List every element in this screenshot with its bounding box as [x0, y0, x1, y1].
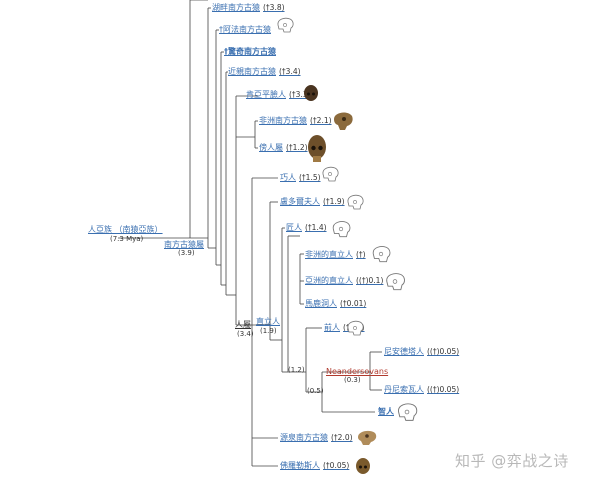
fossil-skull-icon: [358, 430, 377, 445]
australopithecus-date: (3.9): [178, 249, 195, 257]
neandersovans-label[interactable]: Neandersovans: [326, 367, 389, 376]
leaf-red-deer-cave-people[interactable]: 馬鹿洞人(†0.01): [305, 299, 367, 308]
fossil-skull-icon: [334, 112, 353, 130]
fossil-skull-icon: [308, 135, 326, 162]
skull-outline-icon: [347, 194, 364, 210]
leaf-asian-erectus[interactable]: 亞洲的直立人((†)0.1): [305, 276, 384, 285]
leaf-homo-sapiens[interactable]: 智人: [378, 407, 394, 416]
neandersovans-date: (0.3): [344, 376, 361, 384]
leaf-african-erectus[interactable]: 非洲的直立人(†): [305, 250, 366, 259]
erectus-date: (1.9): [260, 327, 277, 335]
root-node-label[interactable]: 人亞族 （南猿亞族）: [88, 225, 163, 234]
root-date: (7.3 Mya): [110, 235, 144, 243]
erectus-label[interactable]: 直立人: [256, 317, 280, 326]
node-date-1-2: (1.2): [288, 366, 305, 374]
leaf-neanderthals[interactable]: 尼安德塔人((†)0.05): [384, 347, 460, 356]
leaf-australopithecus-garhi[interactable]: †驚奇南方古猿: [224, 47, 276, 56]
leaf-australopithecus-deyiremeda[interactable]: 近親南方古猿(†3.4): [228, 67, 301, 76]
australopithecus-label[interactable]: 南方古猿屬: [164, 240, 204, 249]
leaf-australopithecus-sediba[interactable]: 源泉南方古猿(†2.0): [280, 433, 353, 442]
skull-outline-icon: [386, 273, 405, 291]
leaf-homo-habilis[interactable]: 巧人(†1.5): [280, 173, 321, 182]
leaf-kenyanthropus[interactable]: 肯亞平臉人(†3.3): [246, 90, 311, 99]
zhihu-watermark: 知乎 @弈战之诗: [455, 452, 569, 470]
leaf-homo-ergaster[interactable]: 匠人(†1.4): [286, 223, 327, 232]
skull-outline-icon: [398, 403, 418, 421]
leaf-homo-floresiensis[interactable]: 佛羅勒斯人(†0.05): [280, 461, 350, 470]
skull-outline-icon: [332, 221, 351, 238]
fossil-skull-icon: [356, 458, 370, 474]
node-date-0-5: (0.5): [307, 387, 324, 395]
leaf-australopithecus-anamensis[interactable]: 湖畔南方古猿(†3.8): [212, 3, 285, 12]
skull-outline-icon: [347, 320, 364, 336]
skull-outline-icon: [277, 17, 294, 33]
leaf-australopithecus-afarensis[interactable]: †阿法南方古猿: [219, 25, 271, 34]
leaf-homo-rudolfensis[interactable]: 盧多爾夫人(†1.9): [280, 197, 345, 206]
leaf-denisovans[interactable]: 丹尼索瓦人((†)0.05): [384, 385, 460, 394]
leaf-paranthropus[interactable]: 傍人屬(†1.2): [259, 143, 308, 152]
skull-outline-icon: [372, 246, 391, 263]
fossil-skull-icon: [304, 85, 318, 101]
leaf-australopithecus-africanus[interactable]: 非洲南方古猿(†2.1): [259, 116, 332, 125]
homo-label[interactable]: 人屬: [235, 320, 251, 329]
skull-outline-icon: [322, 166, 339, 182]
homo-date: (3.4): [237, 330, 254, 338]
